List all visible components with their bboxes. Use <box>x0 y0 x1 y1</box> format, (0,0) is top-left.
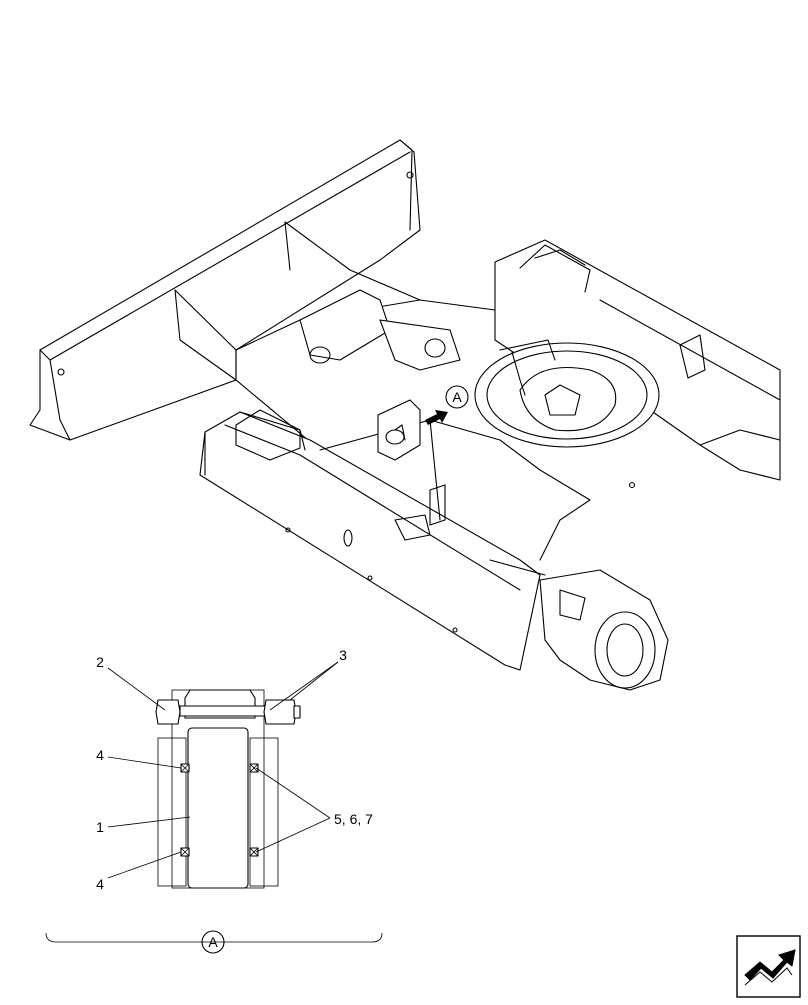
view-marker-label: A <box>452 389 462 405</box>
swivel-bracket <box>377 399 421 461</box>
callout-4-bottom: 4 <box>96 876 104 892</box>
pin <box>187 727 249 889</box>
dozer-blade <box>29 139 421 441</box>
track-idler <box>539 569 669 691</box>
nut <box>263 699 297 725</box>
callout-5-6-7: 5, 6, 7 <box>334 811 373 827</box>
undercarriage-frame <box>29 139 781 691</box>
left-track-frame <box>199 411 541 671</box>
slewing-ring <box>474 342 660 448</box>
next-page-arrow-icon[interactable] <box>736 935 801 998</box>
bolt-head <box>155 699 181 725</box>
detail-a-section: 2 3 4 1 4 5, 6, 7 <box>96 647 373 892</box>
detail-label: A <box>208 934 218 950</box>
view-marker-a: A <box>445 385 469 409</box>
callout-3: 3 <box>339 647 347 663</box>
detail-a-bracket: A <box>45 930 383 954</box>
view-arrow <box>425 410 448 425</box>
callout-4-top: 4 <box>96 747 104 763</box>
callout-2: 2 <box>96 654 104 670</box>
callout-1: 1 <box>96 819 104 835</box>
